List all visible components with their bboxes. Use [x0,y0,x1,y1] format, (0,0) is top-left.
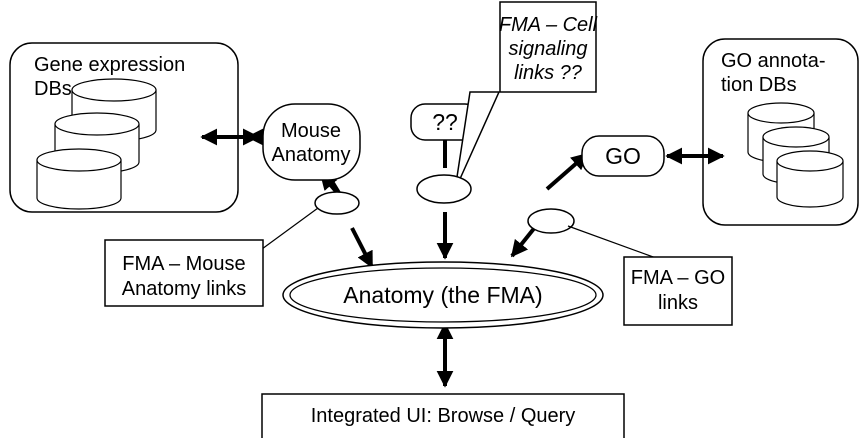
fma-central-node: Anatomy (the FMA) [282,261,604,329]
go-links-pointer [567,225,657,259]
fma-mouse-links-line1: FMA – Mouse [122,253,245,275]
cell-signaling-line3: links ?? [514,62,583,84]
arrow-go-down [510,224,538,258]
cell-signaling-line1: FMA – Cell [499,14,598,36]
unknown-node: ?? [410,103,480,141]
mouse-anatomy-line2: Anatomy [272,144,351,166]
go-db-label-line2: tion DBs [721,74,797,96]
integrated-ui-label: Integrated UI: Browse / Query [311,405,576,427]
go-link-ellipse [527,208,575,234]
arrow-go-up [545,152,589,191]
gene-db-label-line1: Gene expression [34,54,185,76]
cell-signaling-callout: FMA – Cell signaling links ?? [454,1,598,191]
gene-expression-db-box: Gene expression DBs [9,42,239,213]
mouse-anatomy-line1: Mouse [281,120,341,142]
fma-mouse-links-line2: Anatomy links [122,278,247,300]
fma-go-links-box: FMA – GO links [623,256,733,326]
cell-signaling-line2: signaling [509,38,588,60]
fma-label: Anatomy (the FMA) [343,282,542,308]
go-annotation-db-box: GO annota- tion DBs [702,38,859,226]
fma-go-links-line1: FMA – GO [631,267,725,289]
unknown-label: ?? [432,109,458,135]
mouse-anatomy-node: Mouse Anatomy [262,103,361,181]
gene-db-label-line2: DBs [34,78,72,100]
cell-signaling-link-ellipse [416,174,472,204]
fma-mouse-links-box: FMA – Mouse Anatomy links [104,239,264,307]
go-label: GO [605,143,641,169]
arrow-mouse-ellipse-down [350,227,374,269]
mouse-link-ellipse [314,191,360,215]
go-node: GO [581,135,665,177]
integrated-ui-box: Integrated UI: Browse / Query [261,393,625,438]
go-db-label-line1: GO annota- [721,50,826,72]
database-cylinder-icon [36,148,122,210]
mouse-links-pointer [261,207,319,250]
database-cylinder-icon [776,150,844,208]
fma-go-links-line2: links [658,292,698,314]
